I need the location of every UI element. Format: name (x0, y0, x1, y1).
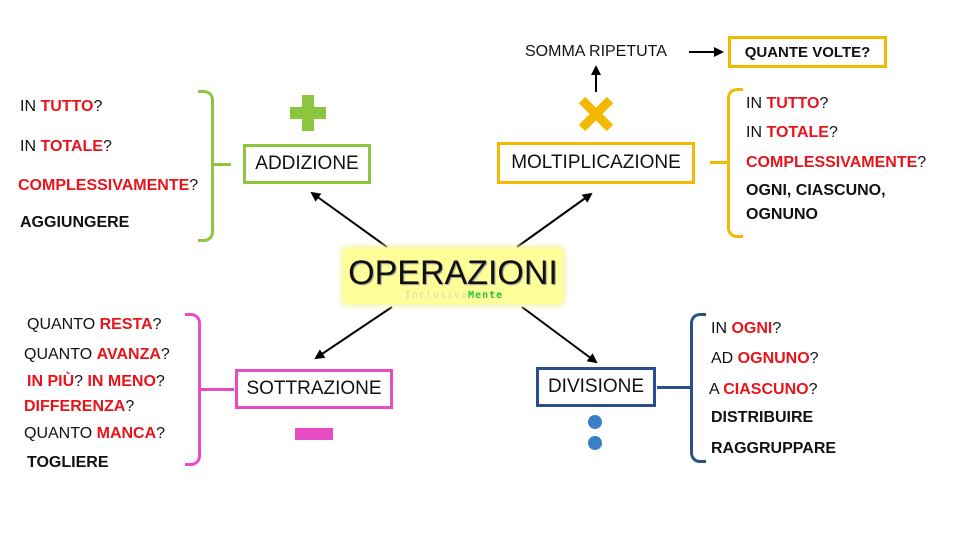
divisione-item-1: IN OGNI? (711, 320, 782, 337)
divisione-title: DIVISIONE (547, 376, 645, 397)
sottrazione-item-3: IN PIÙ? IN MENO? (27, 373, 165, 390)
arrow-to-addizione (310, 191, 388, 248)
addizione-item-1: IN TUTTO? (20, 98, 103, 115)
addizione-box: ADDIZIONE (243, 144, 371, 184)
sottrazione-item-1: QUANTO RESTA? (27, 316, 162, 333)
logo: InclusivaMente (389, 290, 519, 302)
divisione-item-3: A CIASCUNO? (709, 381, 818, 398)
arrow-to-divisione (521, 306, 598, 364)
sottrazione-item-5: QUANTO MANCA? (24, 425, 166, 442)
minus-icon (295, 428, 333, 440)
divisione-bracket-tip (657, 386, 691, 389)
sottrazione-item-2: QUANTO AVANZA? (24, 346, 170, 363)
divisione-item-4: DISTRIBUIRE (711, 409, 814, 426)
plus-icon (290, 95, 326, 131)
sottrazione-box: SOTTRAZIONE (235, 369, 393, 409)
addizione-bracket-tip (213, 163, 231, 166)
addizione-item-4: AGGIUNGERE (20, 214, 130, 231)
divisione-bracket (690, 313, 706, 463)
arrow-to-moltiplicazione (516, 192, 593, 248)
moltiplicazione-item-3: COMPLESSIVAMENTE? (746, 154, 927, 171)
moltiplicazione-item-2: IN TOTALE? (746, 124, 838, 141)
addizione-title: ADDIZIONE (255, 153, 359, 174)
moltiplicazione-bracket-tip (710, 161, 728, 164)
logo-right: Mente (468, 290, 504, 301)
divisione-item-5: RAGGRUPPARE (711, 440, 837, 457)
logo-left: Inclusiva (404, 290, 469, 301)
moltiplicazione-item-1: IN TUTTO? (746, 95, 829, 112)
addizione-bracket (198, 90, 214, 242)
center-node: OPERAZIONI InclusivaMente (343, 248, 563, 304)
divisione-box: DIVISIONE (536, 367, 656, 407)
arrow-to-sottrazione (314, 306, 393, 360)
somma-ripetuta: SOMMA RIPETUTA (525, 43, 667, 60)
quante-volte-box: QUANTE VOLTE? (728, 36, 887, 68)
moltiplicazione-item-4a: OGNI, CIASCUNO, (746, 182, 886, 199)
moltiplicazione-box: MOLTIPLICAZIONE (497, 142, 695, 184)
divisione-item-2: AD OGNUNO? (711, 350, 819, 367)
addizione-item-2: IN TOTALE? (20, 138, 112, 155)
times-icon (578, 96, 614, 132)
sottrazione-bracket (185, 313, 201, 466)
sottrazione-title: SOTTRAZIONE (246, 378, 382, 399)
center-title: OPERAZIONI (348, 254, 558, 292)
sottrazione-bracket-tip (200, 388, 234, 391)
quante-volte-label: QUANTE VOLTE? (744, 43, 871, 61)
divide-icon (588, 415, 602, 450)
moltiplicazione-title: MOLTIPLICAZIONE (511, 152, 681, 173)
addizione-item-3: COMPLESSIVAMENTE? (18, 177, 199, 194)
moltiplicazione-bracket (727, 88, 743, 238)
moltiplicazione-item-4b: OGNUNO (746, 206, 818, 223)
sottrazione-item-4: DIFFERENZA? (24, 398, 135, 415)
sottrazione-item-6: TOGLIERE (27, 454, 109, 471)
